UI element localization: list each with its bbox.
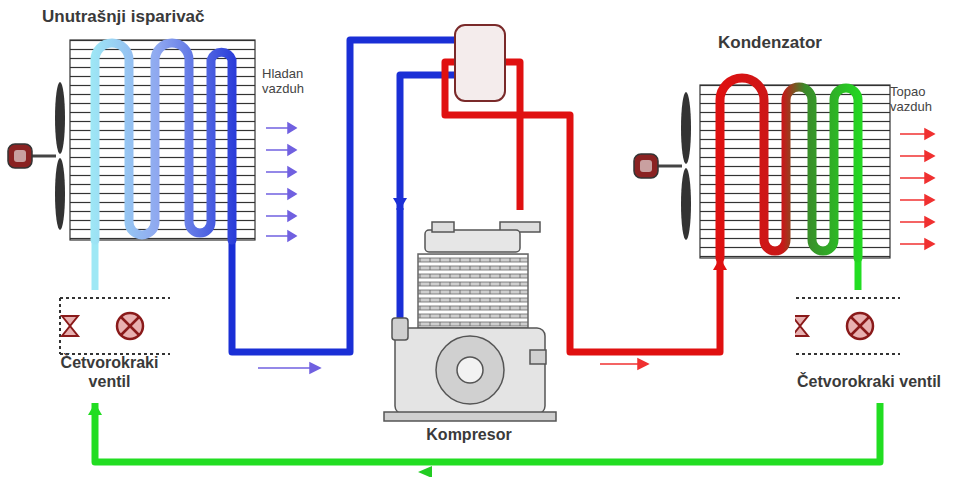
hot-air-arrows [600,129,934,369]
node-label: Četvorokraki ventil [38,353,181,391]
evaporator-coil [70,40,255,240]
refrigerant-pipe [855,258,862,290]
compressor: Kompresor [385,210,553,456]
four-way-valve: Četvorokraki ventil [795,290,943,403]
air-label: Topao vazduh [890,84,958,114]
node-heading: Kondenzator [718,33,822,53]
refrigerant-pipe [92,240,99,290]
flow-arrow [418,466,432,477]
evaporator: Unutrašnji isparivač [70,40,255,240]
node-heading: Unutrašnji isparivač [42,7,205,27]
valve-symbol [38,290,173,360]
evaporator-fan [8,82,65,230]
air-label: Hladan vazduh [262,66,324,96]
condenser-coil [700,78,890,258]
node-label: Četvorokraki ventil [795,372,943,391]
condenser: Kondenzator [700,85,890,258]
reversing-valve [455,25,505,101]
condenser-fan [634,92,691,240]
node-label: Kompresor [385,425,553,444]
cold-air-arrows [258,123,320,373]
suction-pipe [397,208,404,330]
arrow-head [88,403,102,415]
refrigerant-pipe [95,403,880,462]
compressor-drawing [384,222,556,421]
valve-symbol [795,290,935,360]
four-way-valve: Četvorokraki ventil [38,290,181,403]
